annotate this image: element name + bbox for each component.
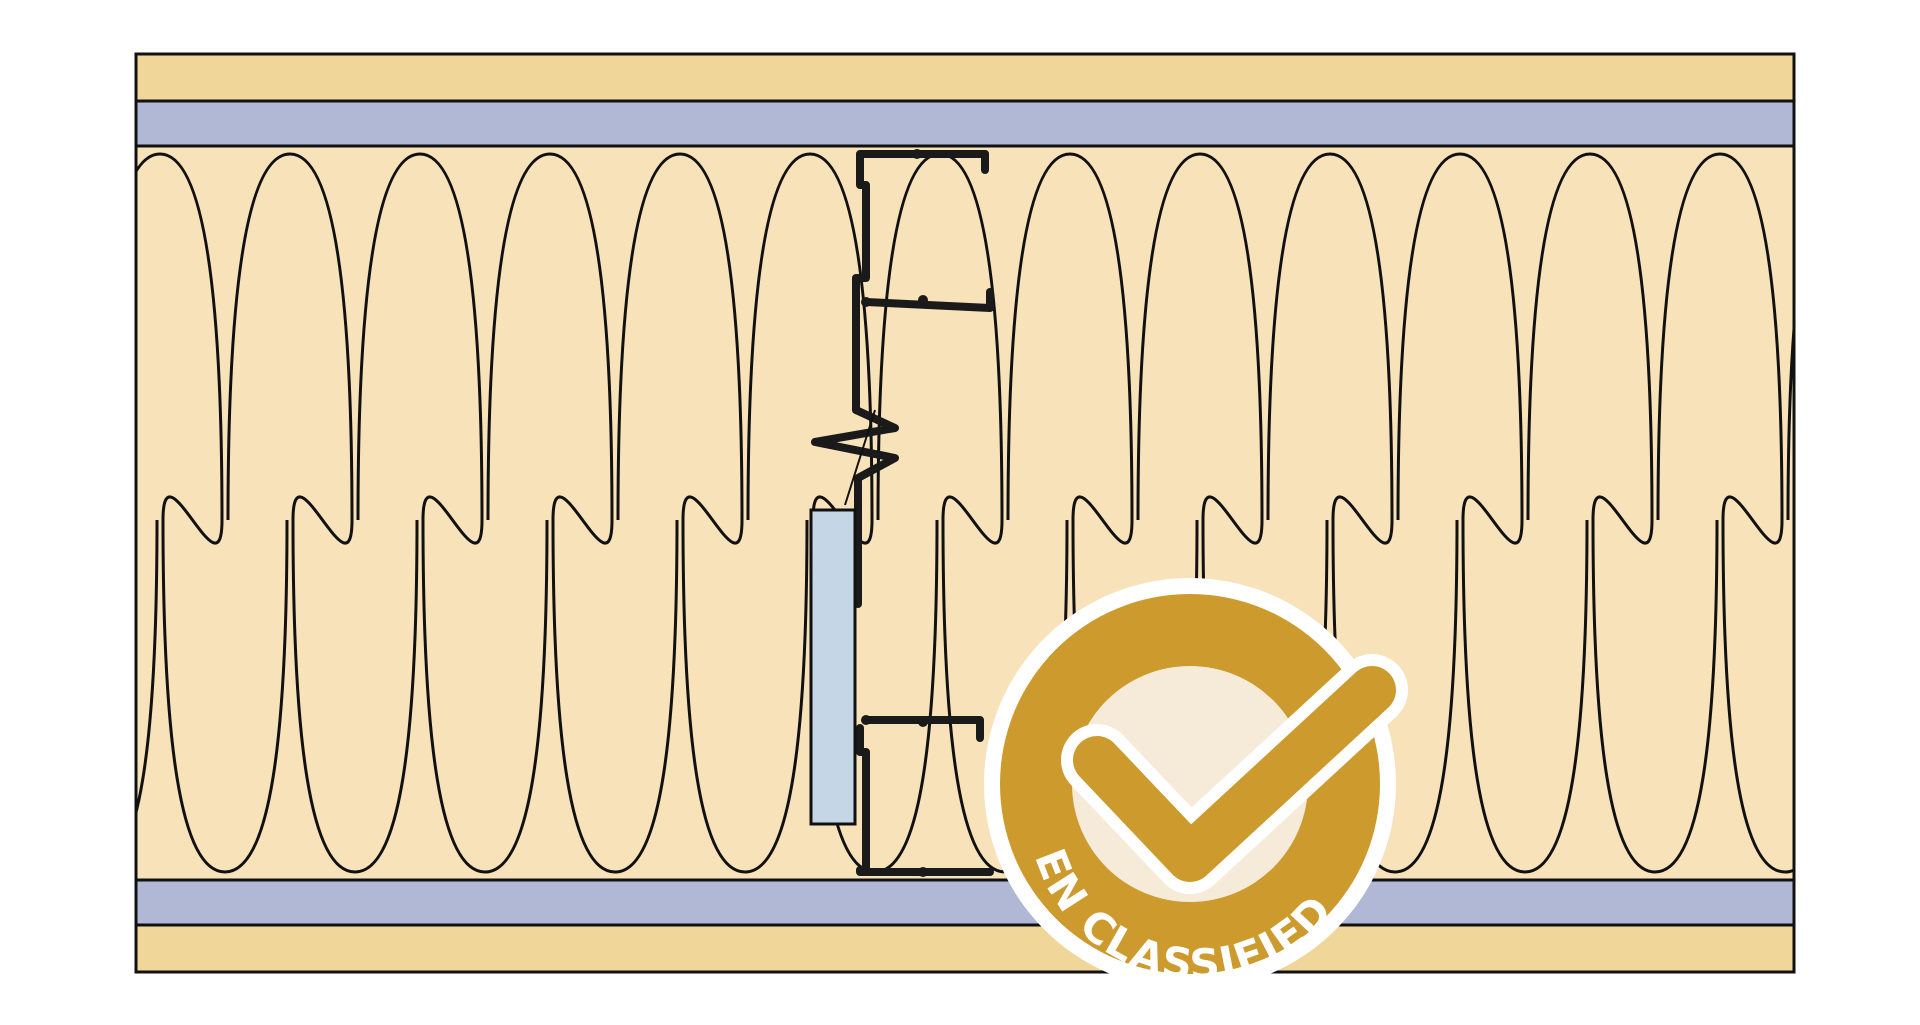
stud-web-upper	[852, 150, 989, 414]
insulation-loop-lower	[1591, 519, 1719, 874]
rivet	[861, 297, 871, 307]
insulation-loop-strand	[33, 497, 92, 543]
insulation-loop-strand	[1591, 495, 1654, 545]
en-classified-badge: EN CLASSIFIED	[984, 578, 1408, 990]
insulation-loop-upper	[616, 152, 744, 521]
rivet	[918, 295, 928, 305]
insulation-loop-strand	[291, 495, 354, 545]
membrane-bottom	[134, 878, 1796, 927]
insulation-loop-strand	[681, 495, 744, 545]
insulation-loop-lower	[291, 519, 419, 874]
rivet	[912, 149, 922, 159]
insulation-loop-strand	[421, 495, 484, 545]
insulation-loop-lower	[1853, 520, 1920, 872]
insulation-loop-upper	[1266, 152, 1394, 521]
rivet	[861, 715, 871, 725]
insulation-loop-upper	[746, 152, 874, 521]
insulation-loop-strand	[161, 495, 224, 545]
insulation-loop-lower	[421, 519, 549, 874]
insulation-loop-upper	[486, 152, 614, 521]
check-icon	[1061, 654, 1408, 894]
insulation-loop-strand	[551, 495, 614, 545]
insulation-loop-upper	[1136, 152, 1264, 521]
check-icon-mark	[1073, 666, 1396, 882]
rivet	[918, 867, 928, 877]
insulation-core	[134, 144, 1796, 882]
stud-zigzag	[811, 406, 899, 608]
outer-board-top	[134, 52, 1796, 103]
insulation-loop-upper	[1656, 152, 1784, 521]
insulation-loop-lower	[681, 519, 809, 874]
steel-stud-profile	[811, 150, 994, 876]
membrane-top	[134, 99, 1796, 148]
insulation-loop-strand	[1071, 495, 1134, 545]
insulation-loop-strand	[1461, 495, 1524, 545]
stud-lower-lip	[862, 716, 984, 742]
stud-upper-lip	[862, 288, 994, 312]
insulation-loop-upper	[1526, 152, 1654, 521]
insulation-loop-upper	[1396, 152, 1524, 521]
insulation-loop-upper	[356, 152, 484, 521]
stud-web-lower	[856, 724, 994, 876]
rivet	[918, 717, 928, 727]
insulation-loop-strand	[941, 495, 1004, 545]
insulation-loop-upper	[1786, 310, 1794, 521]
insulation-loop-lower	[551, 519, 679, 874]
insulation-loop-lower	[136, 519, 159, 819]
insulation-loop-strand	[1201, 495, 1264, 545]
outer-board-bottom	[134, 923, 1796, 974]
stud-rivets	[861, 149, 928, 877]
insulation-loop-lower	[1721, 519, 1794, 874]
insulation-loop-strand	[1721, 495, 1784, 545]
wall-layers	[134, 52, 1796, 974]
insulation-loop-lower	[161, 519, 289, 874]
stud-guide-line	[844, 409, 876, 506]
insulation-loop-upper	[0, 154, 92, 520]
insulation-loop-upper	[136, 152, 224, 521]
sealing-strip	[809, 508, 857, 826]
insulation-loop-upper	[226, 152, 354, 521]
insulation-loop-strand	[1331, 495, 1394, 545]
insulation-loop-lower	[1461, 519, 1589, 874]
insulation-loop-upper	[1006, 152, 1134, 521]
insulation-loop-strand	[1853, 497, 1912, 543]
